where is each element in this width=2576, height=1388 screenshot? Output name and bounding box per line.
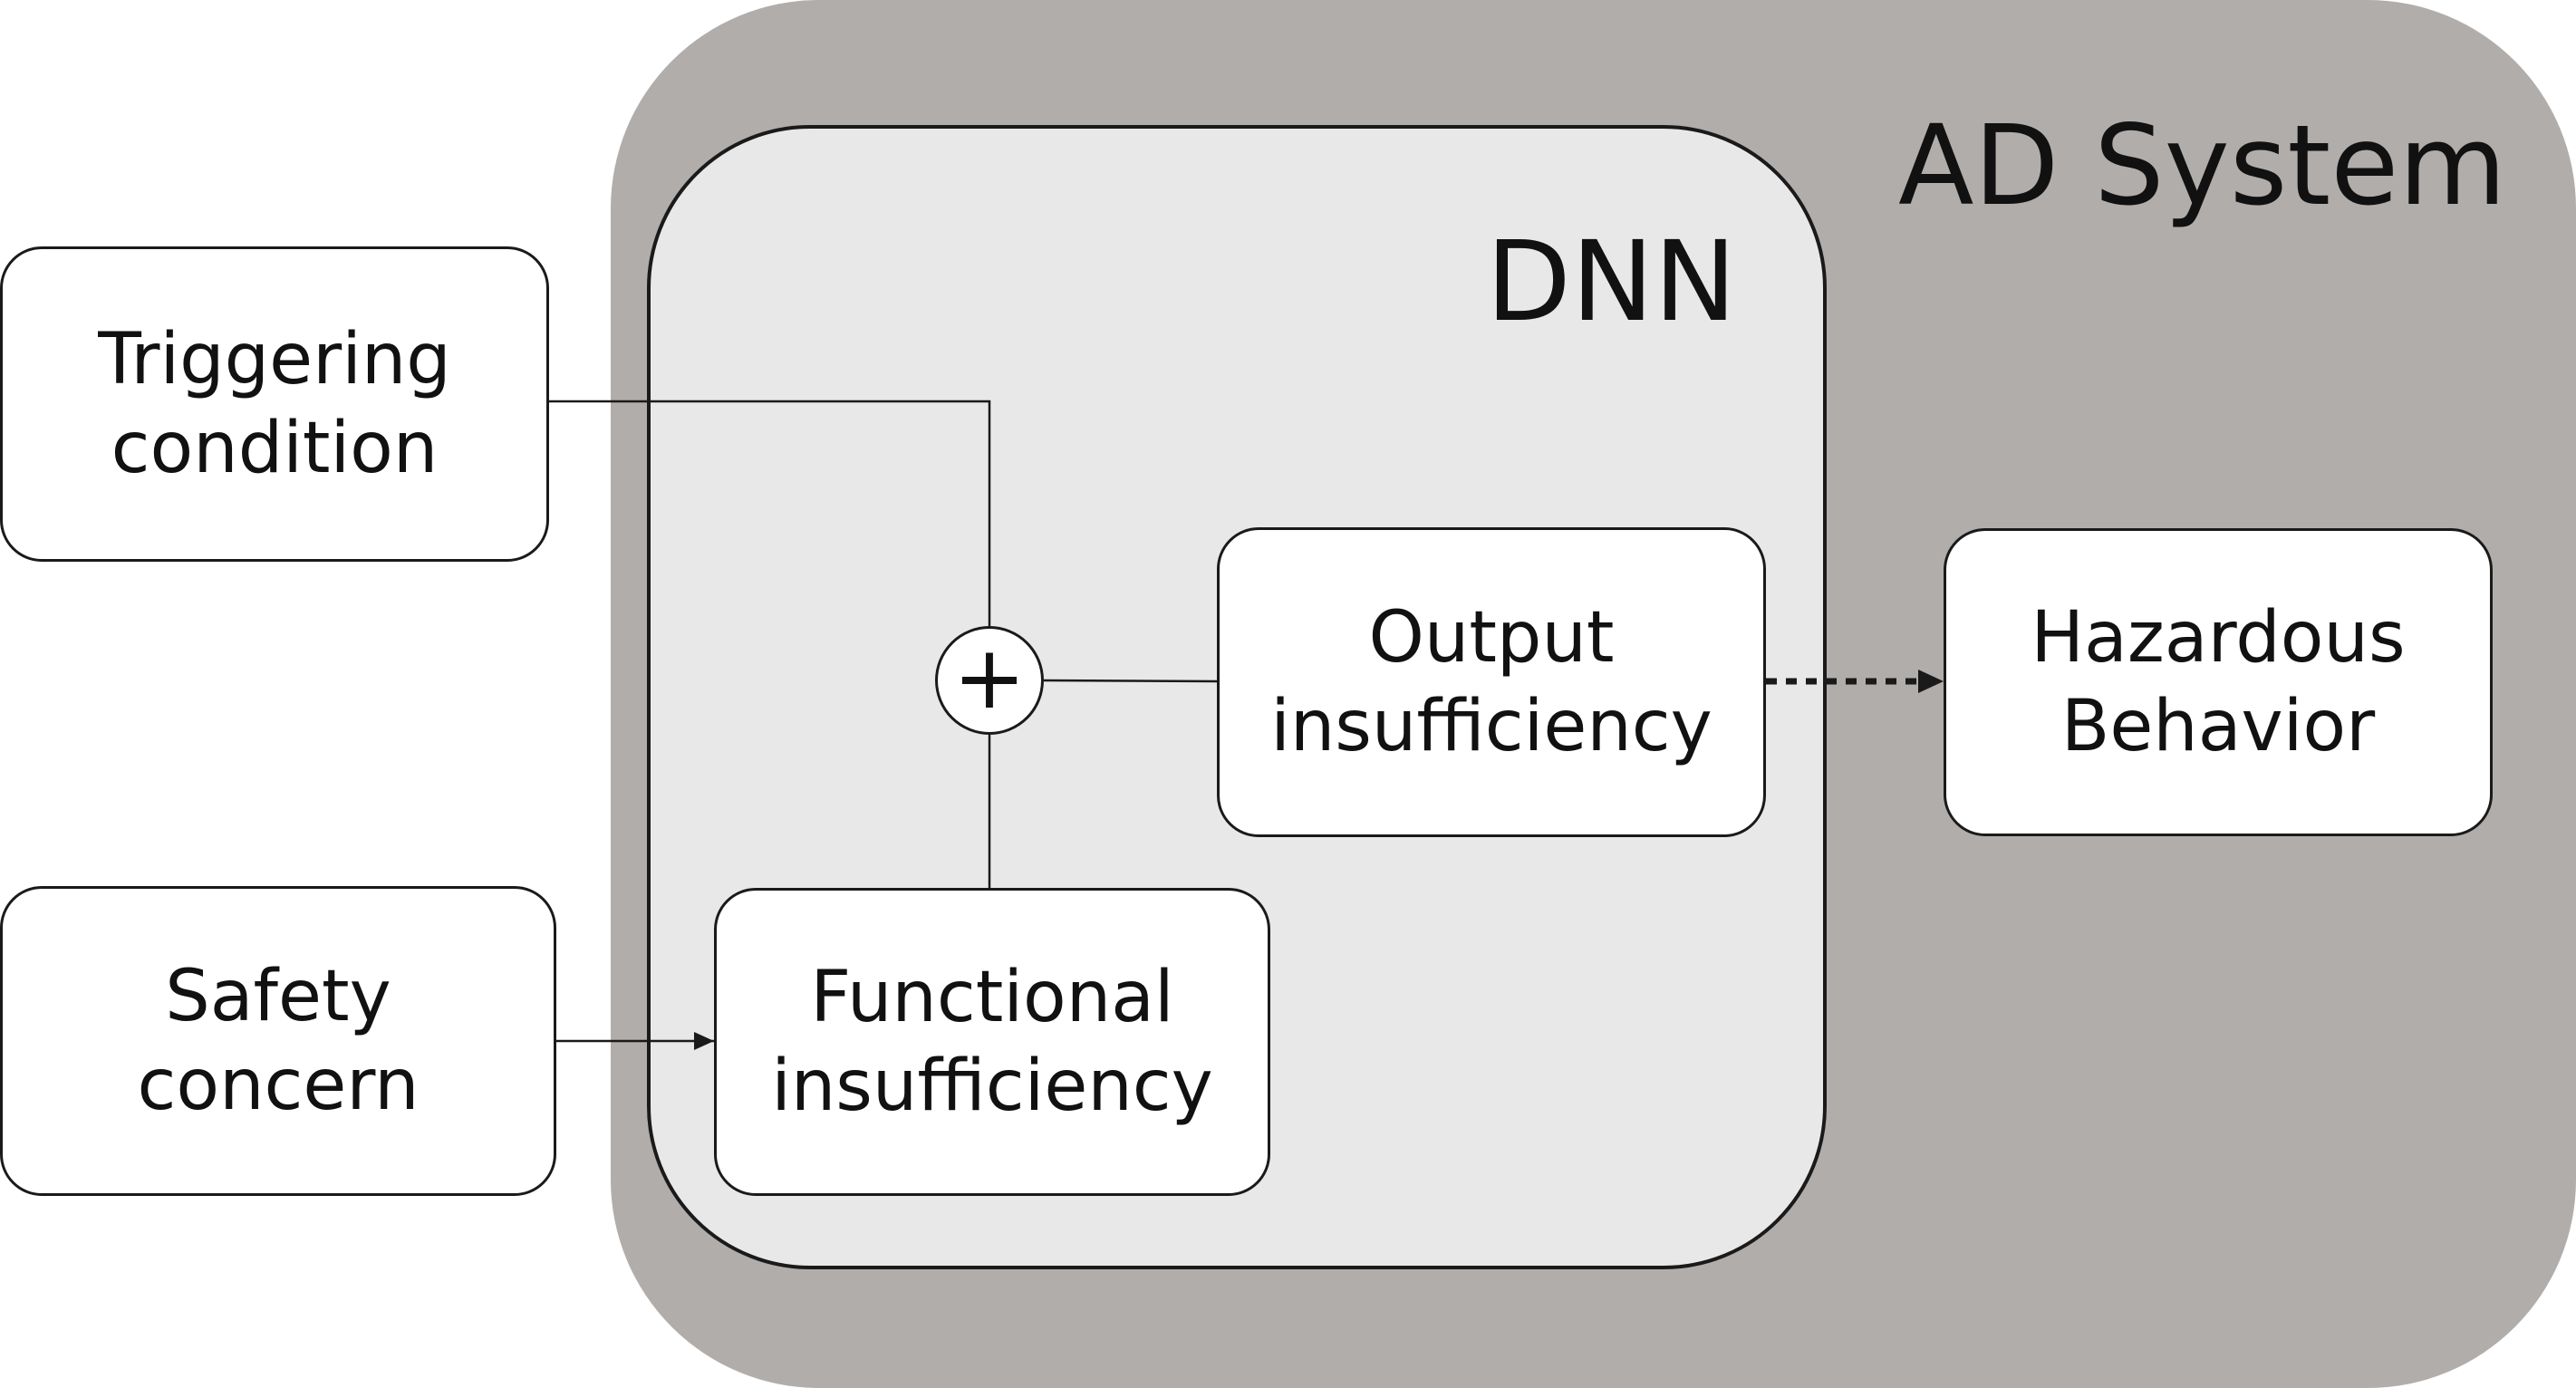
safety-concern-label: Safety concern xyxy=(137,956,420,1126)
hazardous-behavior-label: Hazardous Behavior xyxy=(2031,597,2406,767)
plus-icon: + xyxy=(952,627,1027,728)
sum-node: + xyxy=(935,626,1044,735)
ad-system-title: AD System xyxy=(1898,101,2507,230)
safety-concern-box: Safety concern xyxy=(0,886,556,1196)
output-insufficiency-box: Output insufficiency xyxy=(1217,527,1766,837)
triggering-condition-box: Triggering condition xyxy=(0,246,549,562)
functional-insufficiency-label: Functional insufficiency xyxy=(771,957,1213,1127)
functional-insufficiency-box: Functional insufficiency xyxy=(714,888,1270,1196)
hazardous-behavior-box: Hazardous Behavior xyxy=(1944,528,2493,836)
output-insufficiency-label: Output insufficiency xyxy=(1270,597,1713,767)
triggering-condition-label: Triggering condition xyxy=(98,319,451,489)
dnn-title: DNN xyxy=(1486,217,1737,346)
